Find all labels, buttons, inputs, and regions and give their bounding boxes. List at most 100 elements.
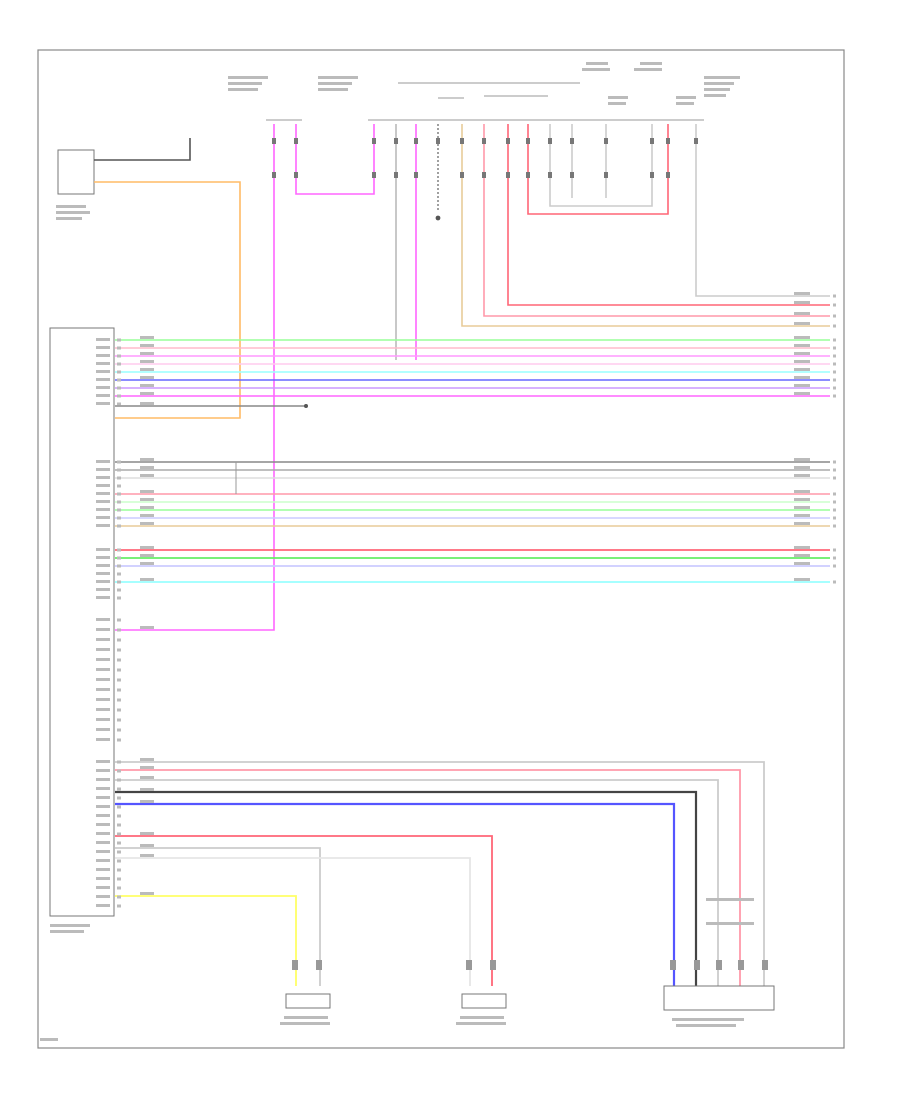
wire-end-marker	[833, 548, 836, 552]
ecu-pin-label	[96, 628, 110, 631]
wire-end-code	[794, 506, 810, 509]
ecu-pin-label	[96, 823, 110, 826]
ecu-pin-label	[96, 564, 110, 567]
bottom-component-left	[280, 960, 331, 1025]
ecu-pin-label	[96, 769, 110, 772]
ecu-pin-label	[96, 904, 110, 907]
wire-end-marker	[833, 314, 836, 318]
wire-end-marker	[833, 354, 836, 358]
ecu-pin-label	[96, 738, 110, 741]
ecu-pin-label	[96, 556, 110, 559]
wire-color-code	[140, 360, 154, 363]
ecu-pin-label	[96, 850, 110, 853]
wire-color-code	[140, 766, 154, 769]
ecu-pin-number	[117, 394, 121, 398]
ecu-pin-number	[117, 548, 121, 552]
wire-end-marker	[833, 386, 836, 390]
wire-end-code	[794, 301, 810, 304]
ecu-pin-label	[96, 572, 110, 575]
wire-end-marker	[833, 508, 836, 512]
wire-end-marker	[833, 492, 836, 496]
wire-end-marker	[833, 476, 836, 480]
wire-end-marker	[833, 394, 836, 398]
ecu-pin-number	[117, 698, 121, 702]
wire-end-marker	[833, 338, 836, 342]
wire-color-code	[140, 832, 154, 835]
wire-color-code	[140, 758, 154, 761]
ecu-pin-label	[96, 548, 110, 551]
ecu-pin-number	[117, 678, 121, 682]
wire-end-code	[794, 312, 810, 315]
ecu-pin-number	[117, 718, 121, 722]
wire-end-marker	[833, 378, 836, 382]
ecu-pin-number	[117, 805, 121, 809]
ecu-pin-number	[117, 564, 121, 568]
wire-end-code	[794, 546, 810, 549]
wire-color-code	[140, 554, 154, 557]
wire-color-code	[140, 474, 154, 477]
ecu-pin-number	[117, 832, 121, 836]
ecu-pin-number	[117, 668, 121, 672]
wire-end-code	[794, 352, 810, 355]
ecu-pin-number	[117, 738, 121, 742]
ecu-pin-label	[96, 386, 110, 389]
ecu-pin-label	[96, 814, 110, 817]
wire-end-code	[794, 344, 810, 347]
wire-bundle-upper	[115, 339, 830, 408]
wire-end-code	[794, 474, 810, 477]
bottom-component-right	[663, 898, 775, 1027]
ecu-pin-label	[96, 338, 110, 341]
wire-bundle-middle	[115, 461, 830, 527]
ecu-pin-label	[96, 859, 110, 862]
wire-color-code	[140, 466, 154, 469]
ecu-pin-label	[96, 618, 110, 621]
wire-end-code	[794, 368, 810, 371]
ecu-pin-label	[96, 698, 110, 701]
wire-end-marker	[833, 556, 836, 560]
wire-color-code	[140, 892, 154, 895]
ecu-pin-label	[96, 895, 110, 898]
ecu-pin-number	[117, 460, 121, 464]
ecu-pin-number	[117, 476, 121, 480]
vertical-wires	[115, 124, 830, 631]
ecu-pin-number	[117, 500, 121, 504]
ecu-pin-label	[96, 708, 110, 711]
ecu-pin-number	[117, 823, 121, 827]
ecu-pin-number	[117, 524, 121, 528]
ecu-pin-number	[117, 886, 121, 890]
wire-end-code	[794, 384, 810, 387]
wire-end-code	[794, 490, 810, 493]
wire-end-marker	[833, 516, 836, 520]
ecu-pin-number	[117, 868, 121, 872]
ecu-pin-number	[117, 556, 121, 560]
ecu-pin-label	[96, 378, 110, 381]
wire-end-marker	[833, 303, 836, 307]
ecu-pin-number	[117, 841, 121, 845]
wire-end-code	[794, 578, 810, 581]
ecu-pin-label	[96, 476, 110, 479]
diagram-frame	[37, 49, 845, 1049]
ecu-pin-number	[117, 492, 121, 496]
ecu-pin-number	[117, 588, 121, 592]
ecu-pin-number	[117, 402, 121, 406]
wire-end-code	[794, 458, 810, 461]
wire-end-marker	[833, 500, 836, 504]
wire-end-marker	[833, 362, 836, 366]
wire-color-code	[140, 546, 154, 549]
ecu-pin-number	[117, 728, 121, 732]
ecu-pin-labels	[96, 336, 154, 908]
wire-color-code	[140, 368, 154, 371]
ecu-pin-number	[117, 354, 121, 358]
wire-color-code	[140, 514, 154, 517]
ecu-pin-number	[117, 516, 121, 520]
ecu-pin-label	[96, 394, 110, 397]
ecu-pin-number	[117, 596, 121, 600]
ecu-pin-number	[117, 904, 121, 908]
ecu-pin-label	[96, 492, 110, 495]
ecu-pin-label	[96, 877, 110, 880]
wire-color-code	[140, 854, 154, 857]
wire-end-code	[794, 498, 810, 501]
ecu-pin-number	[117, 778, 121, 782]
ecu-pin-number	[117, 708, 121, 712]
